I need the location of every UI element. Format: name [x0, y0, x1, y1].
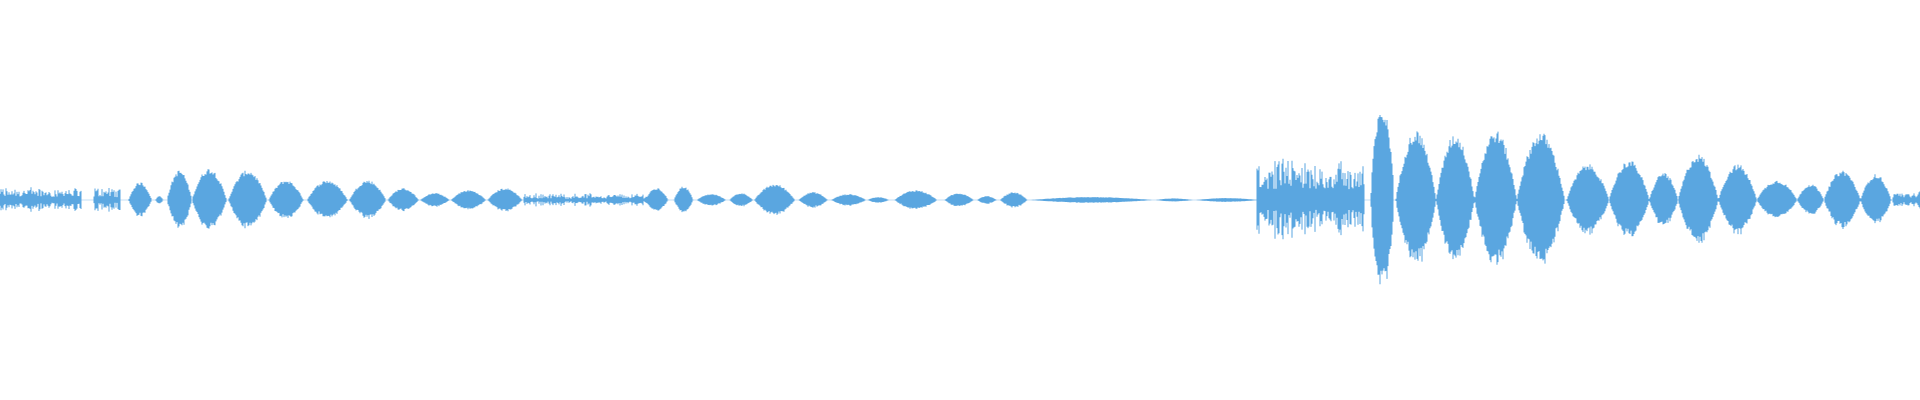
waveform-segment: [729, 193, 753, 207]
waveform-segment: [1566, 164, 1609, 235]
waveform-segment: [1031, 197, 1152, 203]
waveform-segment: [673, 186, 694, 213]
waveform-segment: [93, 188, 121, 212]
waveform-segment: [268, 181, 304, 218]
waveform-segment: [1860, 174, 1892, 224]
waveform-segment: [1892, 191, 1920, 209]
waveform-segment: [1196, 198, 1258, 202]
waveform-segment: [831, 194, 866, 206]
waveform-segment: [1678, 154, 1719, 243]
waveform-segment: [451, 190, 486, 210]
waveform-segment: [307, 181, 348, 218]
waveform-segment: [192, 169, 227, 229]
waveform-segment: [1474, 131, 1517, 265]
waveform-segment: [387, 188, 419, 212]
waveform-segment: [754, 184, 795, 215]
waveform-segment: [1256, 158, 1365, 240]
waveform-segment: [523, 193, 647, 207]
waveform-segment: [349, 180, 386, 219]
waveform-segment: [867, 197, 889, 203]
waveform-segment: [645, 188, 669, 211]
waveform-segment: [944, 193, 974, 206]
waveform-segment: [1718, 164, 1757, 235]
waveform-segment: [1156, 198, 1193, 202]
waveform-segment: [798, 192, 828, 208]
waveform-segment: [487, 188, 523, 212]
waveform-segment: [167, 170, 192, 228]
waveform-segment: [1000, 192, 1028, 208]
waveform-segment: [228, 170, 267, 229]
waveform-segment: [1824, 170, 1861, 229]
waveform-segment: [1649, 173, 1679, 225]
waveform-segment: [1370, 115, 1394, 285]
waveform-segment: [1797, 184, 1824, 214]
waveform-segment: [1516, 133, 1565, 264]
waveform-segment: [1608, 161, 1650, 237]
waveform-segment: [420, 193, 450, 207]
waveform-bars: [0, 115, 1920, 285]
waveform-segment: [128, 182, 152, 217]
waveform-segment: [977, 196, 997, 204]
waveform-segment: [1395, 131, 1437, 262]
waveform-segment: [697, 194, 726, 206]
waveform-segment: [1756, 180, 1798, 218]
waveform-segment: [155, 196, 164, 204]
waveform-segment: [1436, 136, 1475, 260]
waveform-segment: [0, 187, 82, 212]
waveform-segment: [894, 190, 937, 209]
